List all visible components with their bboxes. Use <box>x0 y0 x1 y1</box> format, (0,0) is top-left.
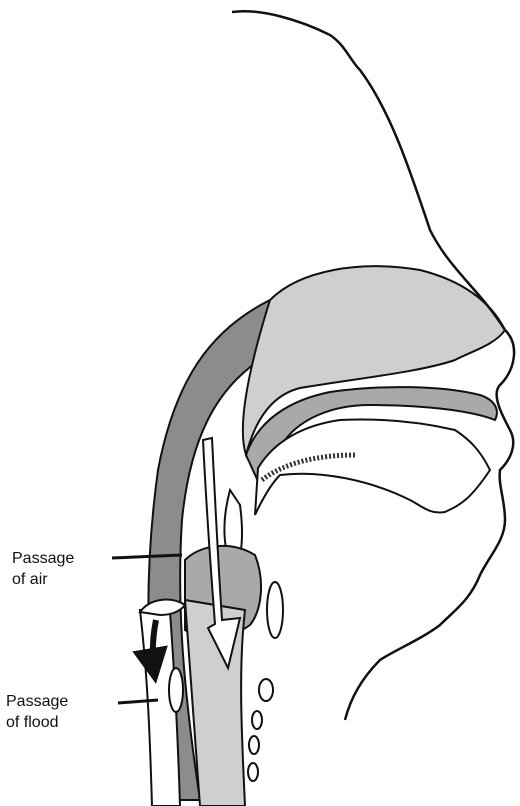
tracheal-ring <box>252 711 262 729</box>
label-passage-of-air: Passage of air <box>12 548 74 590</box>
tracheal-ring <box>259 679 273 701</box>
tracheal-ring <box>248 763 258 781</box>
tracheal-ring <box>249 736 259 754</box>
hyoid-cartilage <box>267 582 283 638</box>
label-air-line1: Passage <box>12 548 74 569</box>
label-passage-of-food: Passage of flood <box>6 691 68 733</box>
label-air-line2: of air <box>12 569 74 590</box>
food-flow-arrow <box>153 620 156 678</box>
label-food-line1: Passage <box>6 691 68 712</box>
thyroid-cartilage <box>169 668 183 712</box>
label-food-line2: of flood <box>6 712 68 733</box>
